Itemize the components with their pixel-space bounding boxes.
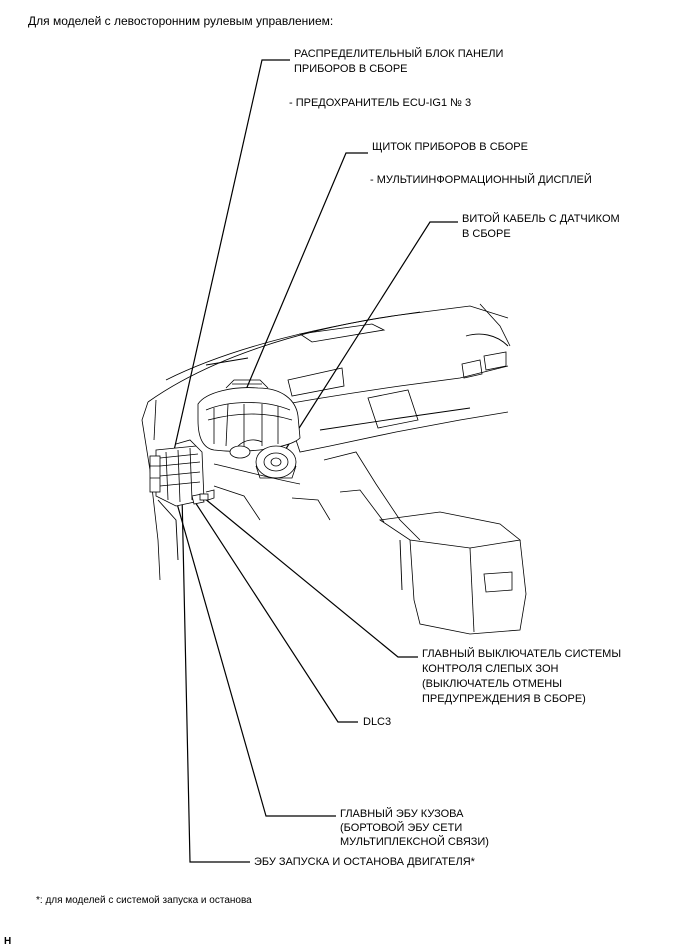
engine-ecu-label: ЭБУ ЗАПУСКА И ОСТАНОВА ДВИГАТЕЛЯ*: [254, 856, 475, 868]
leader-engine-ecu: [181, 493, 250, 863]
leader-meter: [244, 152, 368, 393]
body-ecu-label-line1: ГЛАВНЫЙ ЭБУ КУЗОВА: [340, 808, 464, 820]
footnote: *: для моделей с системой запуска и оста…: [36, 895, 252, 906]
body-ecu-label-line2: (БОРТОВОЙ ЭБУ СЕТИ: [340, 822, 463, 834]
leader-body-ecu: [175, 499, 336, 817]
meter-sub-label: - МУЛЬТИИНФОРМАЦИОННЫЙ ДИСПЛЕЙ: [370, 174, 592, 186]
bsm-switch-label-line3: (ВЫКЛЮЧАТЕЛЬ ОТМЕНЫ: [422, 678, 562, 690]
corner-mark: H: [4, 936, 12, 947]
instrument-cluster-drawing: [197, 379, 301, 452]
dlc3-and-switch-drawing: [191, 489, 215, 505]
left-module-drawing: [149, 439, 205, 507]
spiral-cable-label-line2: В СБОРЕ: [462, 228, 511, 240]
leader-fuse-block: [172, 59, 290, 456]
leader-bsm-switch: [203, 497, 418, 658]
bsm-switch-label-line2: КОНТРОЛЯ СЛЕПЫХ ЗОН: [422, 663, 559, 675]
page-title: Для моделей с левосторонним рулевым упра…: [28, 14, 334, 28]
spiral-cable-label-line1: ВИТОЙ КАБЕЛЬ С ДАТЧИКОМ: [462, 213, 620, 225]
leader-spiral-cable: [281, 221, 458, 456]
meter-label: ЩИТОК ПРИБОРОВ В СБОРЕ: [372, 141, 528, 153]
bsm-switch-label-line1: ГЛАВНЫЙ ВЫКЛЮЧАТЕЛЬ СИСТЕМЫ: [422, 648, 622, 660]
body-ecu-label-line3: МУЛЬТИПЛЕКСНОЙ СВЯЗИ): [340, 836, 489, 848]
leader-lines: [172, 59, 458, 863]
leader-dlc3: [194, 501, 358, 723]
fuse-block-label-line1: РАСПРЕДЕЛИТЕЛЬНЫЙ БЛОК ПАНЕЛИ: [294, 48, 504, 60]
dlc3-label: DLC3: [363, 716, 392, 728]
fuse-block-label-line2: ПРИБОРОВ В СБОРЕ: [294, 63, 408, 75]
bsm-switch-label-line4: ПРЕДУПРЕЖДЕНИЯ В СБОРЕ): [422, 693, 586, 705]
dashboard-outline: [141, 303, 527, 635]
fuse-block-sub-label: - ПРЕДОХРАНИТЕЛЬ ECU-IG1 № 3: [289, 97, 472, 109]
steering-wheel-drawing: [229, 439, 297, 479]
